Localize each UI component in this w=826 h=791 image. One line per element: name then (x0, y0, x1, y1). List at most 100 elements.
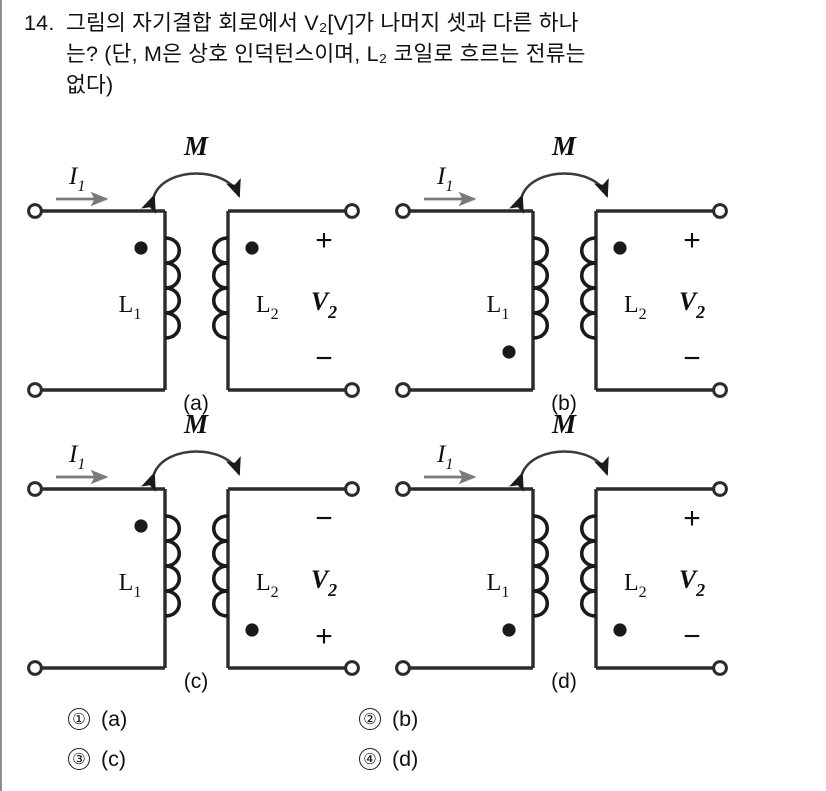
question-number: 14. (24, 11, 55, 35)
circuit-caption: (d) (551, 670, 577, 693)
answer-choices: ① (a) ② (b) ③ (c) ④ (d) (2, 706, 826, 786)
inductor-l1-label: L1 (119, 292, 142, 323)
terminal-out-bottom (712, 660, 728, 676)
inductor-l1-label: L1 (487, 292, 510, 323)
choice-marker-2: ② (359, 708, 381, 730)
circuit-c-wires (38, 487, 350, 670)
choice-marker-1: ① (68, 708, 90, 730)
coil-l1 (164, 514, 182, 618)
terminal-in-bottom (27, 660, 43, 676)
choice-label-3: (c) (101, 747, 127, 771)
inductor-l1-label: L1 (119, 570, 142, 601)
coil-l2 (211, 236, 229, 340)
inductor-l2-label: L2 (624, 292, 647, 323)
circuit-a-wires (38, 209, 350, 392)
voltage-label: V2 (311, 565, 337, 600)
circuit-c-terminals (27, 481, 360, 676)
mutual-coupling-arc (141, 450, 241, 492)
current-label: I1 (68, 441, 85, 473)
coil-l2 (579, 514, 597, 618)
circuits-svg: M I1 L1 L2 V2 + (27, 131, 728, 693)
terminal-in-bottom (395, 660, 411, 676)
choice-label-4: (d) (392, 747, 419, 771)
circuit-a-terminals (27, 203, 360, 398)
choice-option-1[interactable]: ① (a) (68, 706, 127, 732)
circuit-b-wires (406, 209, 718, 392)
choice-row-1: ① (a) ② (b) (2, 706, 826, 746)
mutual-inductance-label: M (183, 131, 209, 161)
figure-coupled-circuits: M I1 L1 L2 V2 + (2, 130, 826, 705)
circuit-c: M I1 L1 L2 V2 − + (c) (27, 409, 360, 693)
circuit-caption: (b) (551, 392, 577, 415)
terminal-in-top (27, 481, 43, 497)
current-label: I1 (68, 163, 85, 195)
polarity-dot-l2 (613, 623, 627, 637)
choice-option-2[interactable]: ② (b) (359, 706, 418, 732)
mutual-coupling-arc (509, 450, 609, 492)
choice-row-2: ③ (c) ④ (d) (2, 746, 826, 786)
polarity-top: + (683, 502, 701, 535)
inductor-l1-label: L1 (487, 570, 510, 601)
inductor-l2-label: L2 (256, 570, 279, 601)
polarity-bottom: + (315, 620, 333, 653)
terminal-out-top (344, 203, 360, 219)
polarity-top: + (315, 224, 333, 257)
terminal-out-bottom (344, 660, 360, 676)
question-block: 14. 그림의 자기결합 회로에서 V₂[V]가 나머지 셋과 다른 하나 는?… (24, 8, 804, 101)
circuit-d: M I1 L1 L2 V2 + − (d) (395, 409, 728, 693)
terminal-out-bottom (712, 382, 728, 398)
choice-label-1: (a) (101, 707, 128, 731)
mutual-inductance-label: M (183, 409, 209, 439)
question-text: 그림의 자기결합 회로에서 V₂[V]가 나머지 셋과 다른 하나 는? (단,… (66, 8, 804, 101)
circuit-d-wires (406, 487, 718, 670)
polarity-dot-l2 (613, 241, 627, 255)
polarity-dot-l1 (134, 519, 148, 533)
question-first-row: 14. 그림의 자기결합 회로에서 V₂[V]가 나머지 셋과 다른 하나 는?… (24, 8, 804, 101)
polarity-bottom: − (315, 342, 333, 375)
terminal-out-top (712, 203, 728, 219)
circuit-b: M I1 L1 L2 V2 + − (b) (395, 131, 728, 415)
polarity-dot-l1 (502, 623, 516, 637)
mutual-coupling-arc (141, 172, 241, 214)
current-label: I1 (436, 441, 453, 473)
inductor-l2-label: L2 (256, 292, 279, 323)
choice-option-3[interactable]: ③ (c) (68, 746, 126, 772)
polarity-dot-l1 (134, 241, 148, 255)
voltage-label: V2 (679, 565, 705, 600)
circuit-caption: (a) (183, 392, 209, 415)
choice-marker-3: ③ (68, 748, 90, 770)
terminal-out-top (344, 481, 360, 497)
polarity-dot-l2 (245, 623, 259, 637)
inductor-l2-label: L2 (624, 570, 647, 601)
terminal-in-bottom (27, 382, 43, 398)
polarity-bottom: − (683, 620, 701, 653)
circuit-a: M I1 L1 L2 V2 + (27, 131, 360, 415)
question-line-2: 는? (단, M은 상호 인덕턴스이며, L₂ 코일로 흐르는 전류는 (66, 42, 586, 66)
coil-l2 (579, 236, 597, 340)
terminal-out-top (712, 481, 728, 497)
choice-label-2: (b) (392, 707, 419, 731)
polarity-dot-l1 (502, 345, 516, 359)
terminal-in-top (27, 203, 43, 219)
coil-l1 (164, 236, 182, 340)
choice-marker-4: ④ (359, 748, 381, 770)
terminal-in-bottom (395, 382, 411, 398)
current-label: I1 (436, 163, 453, 195)
question-line-1: 그림의 자기결합 회로에서 V₂[V]가 나머지 셋과 다른 하나 (66, 11, 579, 35)
polarity-top: − (315, 502, 333, 535)
polarity-dot-l2 (245, 241, 259, 255)
polarity-bottom: − (683, 342, 701, 375)
terminal-in-top (395, 481, 411, 497)
coil-l2 (211, 514, 229, 618)
circuit-caption: (c) (184, 670, 209, 693)
terminal-in-top (395, 203, 411, 219)
circuit-b-terminals (395, 203, 728, 398)
coil-l1 (532, 514, 550, 618)
polarity-top: + (683, 224, 701, 257)
mutual-coupling-arc (509, 172, 609, 214)
mutual-inductance-label: M (551, 131, 577, 161)
choice-option-4[interactable]: ④ (d) (359, 746, 418, 772)
voltage-label: V2 (679, 287, 705, 322)
circuit-d-terminals (395, 481, 728, 676)
